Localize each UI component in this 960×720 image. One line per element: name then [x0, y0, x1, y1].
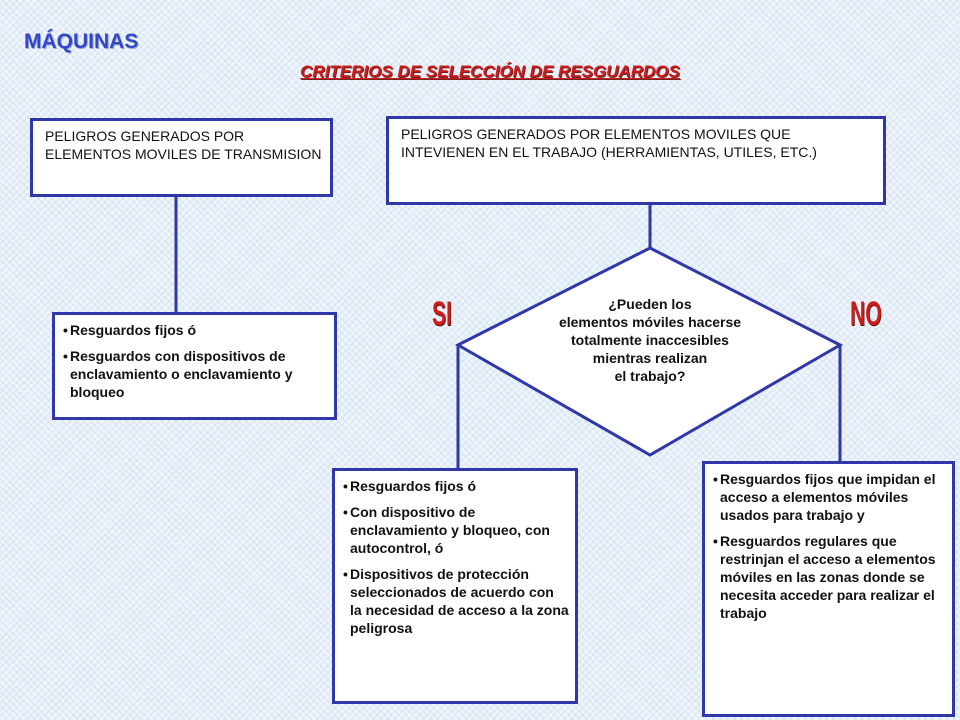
list-item: Resguardos regulares que restrinjan el a…: [713, 532, 946, 622]
no-measures-list: Resguardos fijos que impidan el acceso a…: [713, 470, 946, 622]
yes-measures-list: Resguardos fijos ó Con dispositivo de en…: [343, 477, 569, 637]
page-title: MÁQUINAS: [24, 30, 139, 53]
yes-branch-label: SI: [432, 295, 452, 333]
decision-question: ¿Pueden los elementos móviles hacerse to…: [512, 295, 788, 385]
transmission-measures-box: Resguardos fijos ó Resguardos con dispos…: [52, 312, 337, 420]
transmission-measures-list: Resguardos fijos ó Resguardos con dispos…: [63, 321, 328, 401]
decision-diamond: [454, 246, 844, 457]
work-elements-hazard-text: PELIGROS GENERADOS POR ELEMENTOS MOVILES…: [401, 126, 817, 160]
decision-line: totalmente inaccesibles: [571, 332, 729, 348]
list-item: Con dispositivo de enclavamiento y bloqu…: [343, 503, 569, 557]
transmission-hazard-box: PELIGROS GENERADOS POR ELEMENTOS MOVILES…: [30, 118, 333, 197]
no-measures-box: Resguardos fijos que impidan el acceso a…: [702, 461, 955, 717]
decision-line: el trabajo?: [614, 368, 686, 384]
decision-line: mientras realizan: [592, 350, 708, 366]
list-item: Dispositivos de protección seleccionados…: [343, 565, 569, 637]
list-item: Resguardos fijos ó: [63, 321, 328, 339]
no-branch-label: NO: [850, 295, 882, 333]
work-elements-hazard-box: PELIGROS GENERADOS POR ELEMENTOS MOVILES…: [386, 116, 886, 205]
yes-measures-box: Resguardos fijos ó Con dispositivo de en…: [332, 468, 578, 704]
decision-line: elementos móviles hacerse: [558, 314, 742, 330]
list-item: Resguardos con dispositivos de enclavami…: [63, 347, 328, 401]
list-item: Resguardos fijos que impidan el acceso a…: [713, 470, 946, 524]
transmission-hazard-text: PELIGROS GENERADOS POR ELEMENTOS MOVILES…: [45, 128, 322, 162]
decision-line: ¿Pueden los: [608, 296, 692, 312]
page-subtitle: CRITERIOS DE SELECCIÓN DE RESGUARDOS: [300, 62, 680, 81]
list-item: Resguardos fijos ó: [343, 477, 569, 495]
